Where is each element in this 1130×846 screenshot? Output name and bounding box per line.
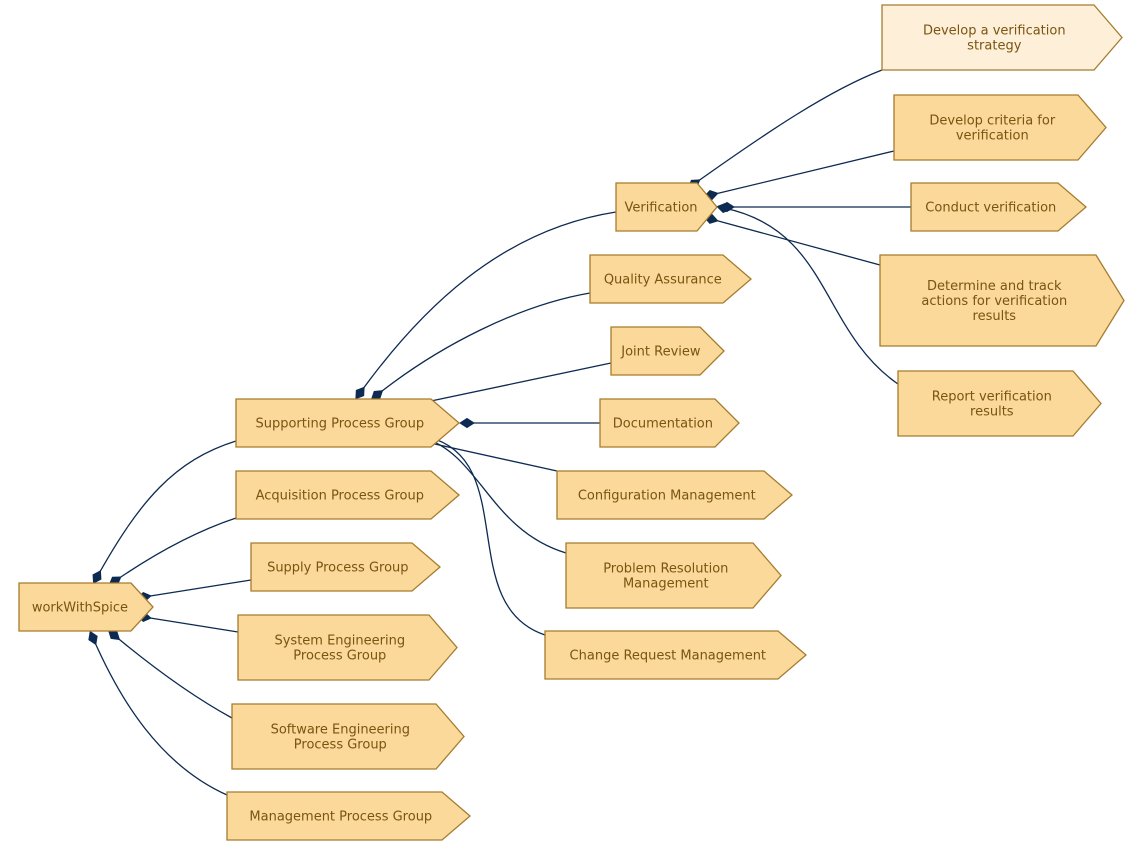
edge-supporting-to-joint_review [411, 362, 612, 406]
node-shape [226, 791, 471, 841]
node-shape [897, 370, 1102, 437]
node-shape [18, 582, 154, 632]
node-label: Process Group [294, 738, 387, 753]
edge-root-to-management [92, 637, 228, 796]
edge-supporting-to-qa [376, 292, 591, 396]
node-label: Software Engineering [271, 723, 410, 738]
node-label: Determine and track [927, 279, 1062, 294]
node-label: Develop a verification [923, 24, 1066, 39]
node-shape [231, 703, 465, 770]
node-label: Documentation [613, 417, 713, 432]
node-shape [881, 4, 1123, 71]
node-supporting[interactable]: Supporting Process Group [235, 398, 460, 448]
node-label: Configuration Management [578, 489, 756, 504]
edge-verification-to-determine [710, 218, 881, 266]
node-label: Quality Assurance [604, 273, 722, 288]
node-qa[interactable]: Quality Assurance [589, 254, 752, 304]
composition-diamond-icon [88, 630, 98, 646]
node-shape [615, 182, 718, 232]
node-label: results [973, 309, 1017, 324]
node-label: strategy [967, 39, 1022, 54]
edge-verification-to-report [723, 207, 899, 385]
node-shape [910, 182, 1087, 232]
node-shape [235, 398, 460, 448]
edge-root-to-software_eng [113, 634, 233, 719]
node-label: Conduct verification [925, 201, 1056, 216]
node-shape [544, 630, 807, 680]
edge-supporting-to-problem_res [423, 437, 567, 554]
composition-diamond-icon [716, 203, 732, 213]
edge-supporting-to-verification [359, 211, 617, 394]
node-label: Report verification [932, 390, 1052, 405]
edge-verification-to-dev_criteria [710, 150, 895, 196]
edge-layer [88, 69, 911, 796]
node-label: Supporting Process Group [255, 417, 424, 432]
node-label: workWithSpice [32, 601, 128, 616]
edge-root-to-supporting [96, 440, 237, 578]
node-label: Supply Process Group [267, 561, 408, 576]
node-management[interactable]: Management Process Group [226, 791, 471, 841]
node-shape [250, 542, 441, 592]
edge-verification-to-dev_strategy [693, 69, 883, 185]
node-label: Acquisition Process Group [256, 489, 424, 504]
edge-root-to-system_eng [143, 616, 239, 633]
node-layer: workWithSpice Supporting Process GroupAcq… [18, 4, 1125, 841]
edge-root-to-acquisition [114, 517, 237, 582]
node-shape [556, 470, 793, 520]
node-label: actions for verification [921, 294, 1067, 309]
node-shape [589, 254, 752, 304]
node-acquisition[interactable]: Acquisition Process Group [235, 470, 460, 520]
composition-diamond-icon [355, 386, 365, 400]
node-documentation[interactable]: Documentation [599, 398, 740, 448]
node-label: Verification [624, 201, 697, 216]
composition-diamond-icon [92, 570, 102, 584]
node-label: Management Process Group [249, 810, 432, 825]
node-label: verification [956, 129, 1029, 144]
node-config-mgmt[interactable]: Configuration Management [556, 470, 793, 520]
node-shape [599, 398, 740, 448]
node-shape [235, 470, 460, 520]
node-label: Joint Review [620, 345, 701, 360]
edge-supporting-to-change_req [427, 436, 546, 636]
edge-root-to-supply [143, 579, 252, 598]
node-label: Develop criteria for [929, 114, 1055, 129]
node-shape [879, 254, 1125, 347]
node-shape [237, 614, 458, 681]
node-joint-review[interactable]: Joint Review [610, 326, 725, 376]
node-label: Change Request Management [570, 649, 766, 664]
node-verification[interactable]: Verification [615, 182, 718, 232]
node-label: System Engineering [274, 634, 405, 649]
node-label: results [970, 405, 1014, 420]
node-label: Process Group [293, 649, 386, 664]
node-shape [893, 94, 1107, 161]
node-root[interactable]: workWithSpice [18, 582, 154, 632]
node-supply[interactable]: Supply Process Group [250, 542, 441, 592]
composition-diamond-icon [459, 417, 475, 429]
node-change-req[interactable]: Change Request Management [544, 630, 807, 680]
node-label: Management [623, 577, 709, 592]
node-shape [565, 542, 782, 609]
edge-supporting-to-config_mgmt [411, 438, 558, 472]
node-label: Problem Resolution [603, 562, 728, 577]
node-shape [610, 326, 725, 376]
node-conduct[interactable]: Conduct verification [910, 182, 1087, 232]
